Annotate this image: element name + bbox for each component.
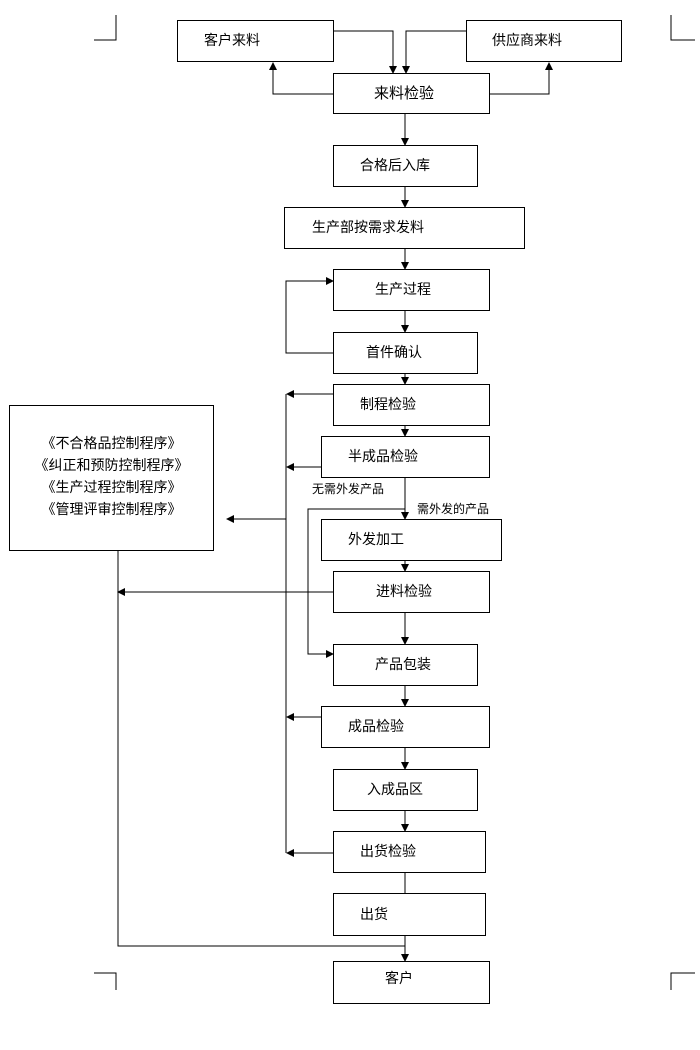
incoming-check-label: 进料检验 [376, 584, 432, 600]
qualified-storage-label: 合格后入库 [360, 158, 430, 174]
procedures-box: 《不合格品控制程序》 《纠正和预防控制程序》 《生产过程控制程序》 《管理评审控… [9, 405, 214, 551]
corner-mark [670, 972, 695, 990]
outsourced-processing-box: 外发加工 [321, 519, 502, 561]
arrow-bypass-to-packaging [307, 508, 405, 658]
corner-mark [670, 15, 695, 41]
incoming-check-box: 进料检验 [333, 571, 490, 613]
no-outsourcing-label: 无需外发产品 [312, 482, 385, 496]
procedure-item: 《纠正和预防控制程序》 [34, 458, 189, 474]
supplier-material-box: 供应商来料 [466, 20, 622, 62]
procedure-item: 《不合格品控制程序》 [41, 436, 182, 452]
production-process-box: 生产过程 [333, 269, 490, 311]
shipment-label: 出货 [360, 906, 388, 923]
corner-mark [94, 972, 117, 990]
first-article-confirm-label: 首件确认 [366, 345, 422, 361]
procedure-item: 《管理评审控制程序》 [41, 502, 182, 518]
customer-box: 客户 [333, 961, 490, 1004]
supplier-material-label: 供应商来料 [492, 33, 562, 49]
first-article-confirm-box: 首件确认 [333, 332, 478, 374]
production-process-label: 生产过程 [375, 282, 431, 298]
finished-storage-box: 入成品区 [333, 769, 478, 811]
semi-finished-inspection-label: 半成品检验 [348, 449, 418, 465]
production-issue-box: 生产部按需求发料 [284, 207, 525, 249]
semi-finished-inspection-box: 半成品检验 [321, 436, 490, 478]
shipping-inspection-label: 出货检验 [360, 844, 416, 860]
line-procedures-to-customer [117, 551, 405, 947]
customer-label: 客户 [385, 971, 413, 987]
arrow-return-to-customer [269, 62, 333, 95]
loop-first-article-to-production [285, 277, 334, 354]
finished-inspection-box: 成品检验 [321, 706, 490, 748]
corner-mark [94, 15, 117, 41]
product-packaging-label: 产品包装 [375, 657, 431, 673]
customer-material-label: 客户来料 [204, 33, 260, 49]
arrow-return-to-supplier [490, 62, 553, 95]
procedure-item: 《生产过程控制程序》 [41, 480, 182, 496]
production-issue-label: 生产部按需求发料 [312, 220, 424, 236]
finished-storage-label: 入成品区 [367, 782, 423, 798]
needs-outsourcing-label: 需外发的产品 [417, 502, 490, 516]
customer-material-box: 客户来料 [177, 20, 334, 62]
finished-inspection-label: 成品检验 [348, 719, 404, 735]
incoming-inspection-box: 来料检验 [333, 73, 490, 114]
incoming-inspection-label: 来料检验 [374, 84, 435, 102]
process-inspection-box: 制程检验 [333, 384, 490, 426]
product-packaging-box: 产品包装 [333, 644, 478, 686]
outsourced-processing-label: 外发加工 [348, 532, 404, 548]
shipment-box: 出货 [333, 893, 486, 936]
arrow-supplier-to-inspection [402, 30, 466, 74]
qualified-storage-box: 合格后入库 [333, 145, 478, 187]
shipping-inspection-box: 出货检验 [333, 831, 486, 873]
process-inspection-label: 制程检验 [360, 397, 416, 413]
arrow-customer-to-inspection [334, 30, 397, 74]
